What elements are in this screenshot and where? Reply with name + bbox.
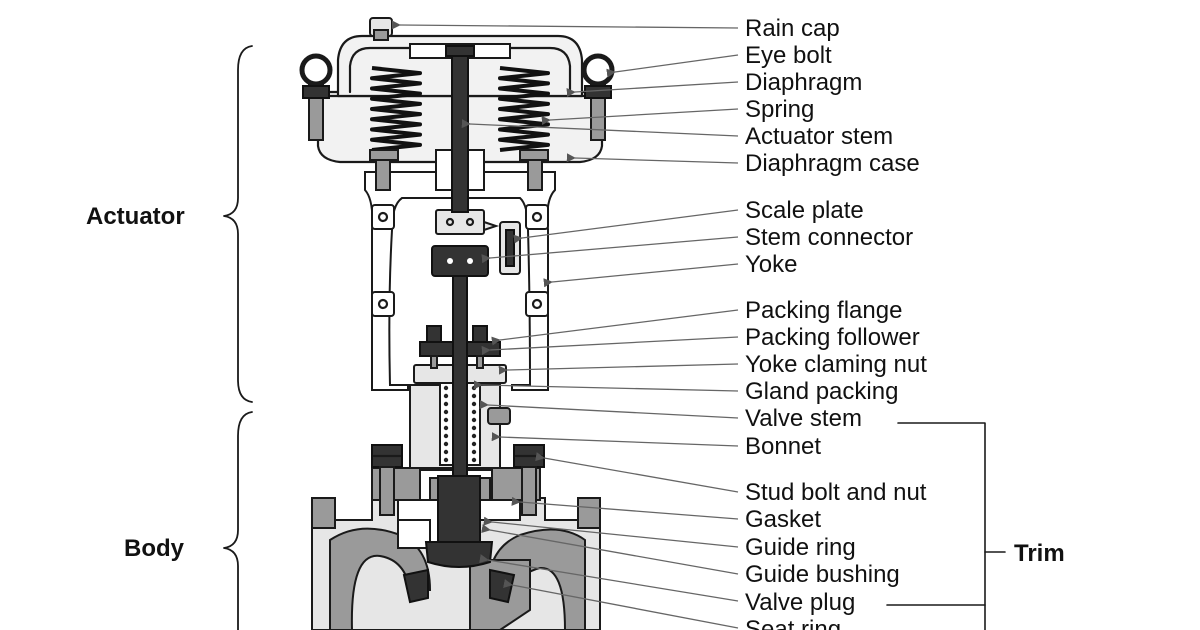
label-guide-bushing: Guide bushing: [745, 561, 900, 588]
label-stem-connector: Stem connector: [745, 224, 913, 251]
label-gasket: Gasket: [745, 506, 821, 533]
leader-lines: [391, 20, 739, 629]
leader-line: [479, 400, 739, 419]
leader-line: [566, 153, 739, 164]
label-diaphragm-case: Diaphragm case: [745, 150, 920, 177]
leader-line: [479, 554, 739, 602]
label-valve-plug: Valve plug: [745, 589, 855, 616]
label-bonnet: Bonnet: [745, 433, 821, 460]
body-brace: [223, 411, 253, 630]
leader-line: [481, 236, 739, 264]
leader-line: [473, 380, 739, 392]
group-trim: Trim: [1014, 540, 1065, 567]
leader-line: [513, 209, 739, 244]
spring: [369, 66, 550, 191]
label-packing-flange: Packing flange: [745, 297, 902, 324]
label-yoke: Yoke: [745, 251, 798, 278]
leader-line: [541, 108, 739, 126]
group-actuator: Actuator: [86, 203, 185, 230]
label-gland-packing: Gland packing: [745, 378, 898, 405]
leader-line: [491, 309, 739, 346]
leader-line: [483, 516, 739, 548]
leader-line: [498, 363, 739, 375]
group-body: Body: [124, 535, 185, 562]
part-labels: Rain cap Eye bolt Diaphragm Spring Actua…: [745, 15, 927, 630]
leader-line: [491, 432, 739, 447]
leader-line: [535, 452, 739, 493]
label-spring: Spring: [745, 96, 814, 123]
label-stud-bolt-and-nut: Stud bolt and nut: [745, 479, 927, 506]
label-yoke-claming-nut: Yoke claming nut: [745, 351, 927, 378]
label-rain-cap: Rain cap: [745, 15, 840, 42]
trim-bracket: [886, 422, 1006, 630]
leader-line: [606, 54, 739, 78]
leader-line: [503, 578, 739, 629]
label-packing-follower: Packing follower: [745, 324, 920, 351]
leader-line: [511, 496, 739, 520]
leader-line: [391, 20, 739, 30]
label-valve-stem: Valve stem: [745, 405, 862, 432]
rain-cap: [369, 17, 393, 41]
leader-line: [461, 119, 739, 137]
leader-line: [566, 81, 739, 98]
valve-illustration: [299, 17, 615, 630]
label-diaphragm: Diaphragm: [745, 69, 862, 96]
label-guide-ring: Guide ring: [745, 534, 856, 561]
yoke: [364, 171, 556, 391]
actuator-brace: [223, 45, 253, 403]
leader-line: [481, 336, 739, 355]
stem-connector: [431, 209, 500, 277]
leader-line: [543, 263, 739, 288]
label-scale-plate: Scale plate: [745, 197, 864, 224]
seat-ring: [402, 568, 516, 604]
actuator-stem: [445, 45, 475, 213]
scale-plate: [499, 221, 521, 275]
label-eye-bolt: Eye bolt: [745, 42, 832, 69]
label-actuator-stem: Actuator stem: [745, 123, 893, 150]
leader-line: [481, 524, 739, 575]
label-seat-ring: Seat ring: [745, 616, 841, 630]
valve-plug: [424, 475, 494, 568]
